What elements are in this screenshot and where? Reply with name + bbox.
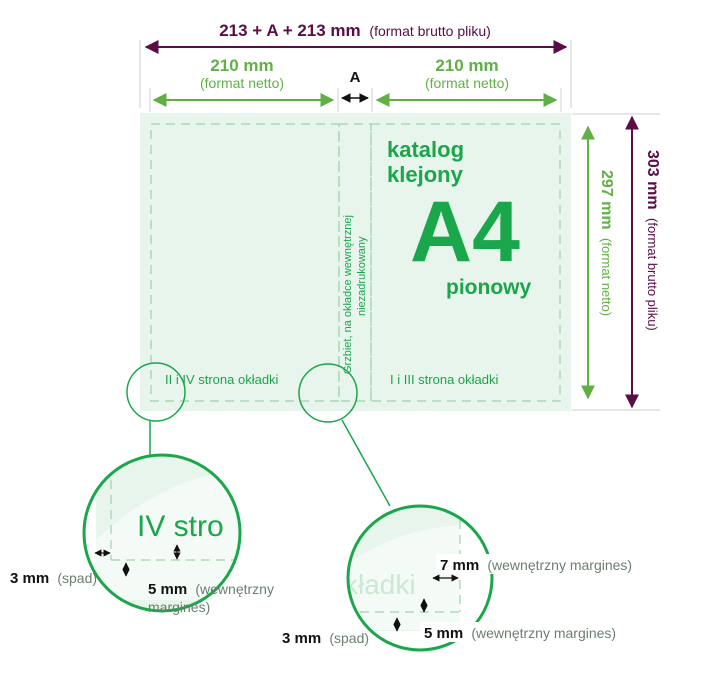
svg-text:297 mm (format netto): 297 mm (format netto) (598, 170, 615, 316)
title-line-2: klejony (387, 162, 464, 187)
zoom-right-inner-margin-bg (436, 554, 690, 574)
zoom-right-bleed-label: 3 mm (spad) (282, 630, 369, 647)
spine-label: Grzbiet, na okładce wewnętrznej niezadru… (342, 215, 368, 374)
title-format: A4 (410, 184, 520, 280)
height-brutto-label: 303 mm (format brutto pliku) (644, 150, 661, 331)
zoom-left-text: IV stro (137, 510, 224, 543)
svg-text:niezadrukowany: niezadrukowany (356, 236, 368, 316)
spine-trim (338, 123, 372, 402)
cover-spread (140, 113, 571, 411)
magnifier-right-small (298, 363, 358, 423)
magnifier-right-connector (341, 419, 391, 507)
guide-lines (139, 40, 660, 411)
zoom-left-margin-label: 5 mm (wewnętrzny (148, 581, 274, 598)
zoom-left-margin-label-2: margines) (148, 599, 210, 615)
zoom-left-bleed-label: 3 mm (spad) (10, 570, 97, 587)
right-page-label: I i III strona okładki (390, 372, 498, 387)
zoom-right-margin-bg (420, 622, 675, 642)
zoom-circle-left: IV stro (82, 453, 242, 613)
zoom-right-margin-label: 5 mm (wewnętrzny margines) (424, 625, 616, 642)
left-page-trim (150, 123, 340, 402)
svg-text:303 mm (format brutto pl: 303 mm (format brutto pliku) (644, 150, 661, 331)
magnifier-left-small (126, 362, 186, 422)
zoom-right-text: kładki (344, 569, 416, 600)
height-netto-label: 297 mm (format netto) (598, 170, 615, 316)
left-page-width-note: (format netto) (200, 75, 284, 91)
zoom-right-inner-margin-label: 7 mm (wewnętrzny margines) (440, 557, 632, 574)
right-page-width-value: 210 mm (435, 56, 498, 75)
right-page-width-note: (format netto) (425, 75, 509, 91)
left-page-width-value: 210 mm (210, 56, 273, 75)
svg-text:Grzbiet, na okładce wewnętrzne: Grzbiet, na okładce wewnętrznej (342, 215, 354, 374)
title-line-1: katalog (387, 137, 464, 162)
total-width-label: 213 + A + 213 mm (format brutto pliku) (219, 21, 491, 40)
title-orientation: pionowy (446, 276, 531, 299)
right-page-trim (370, 123, 561, 402)
left-page-label: II i IV strona okładki (165, 372, 279, 387)
spine-width-label: A (350, 69, 361, 86)
